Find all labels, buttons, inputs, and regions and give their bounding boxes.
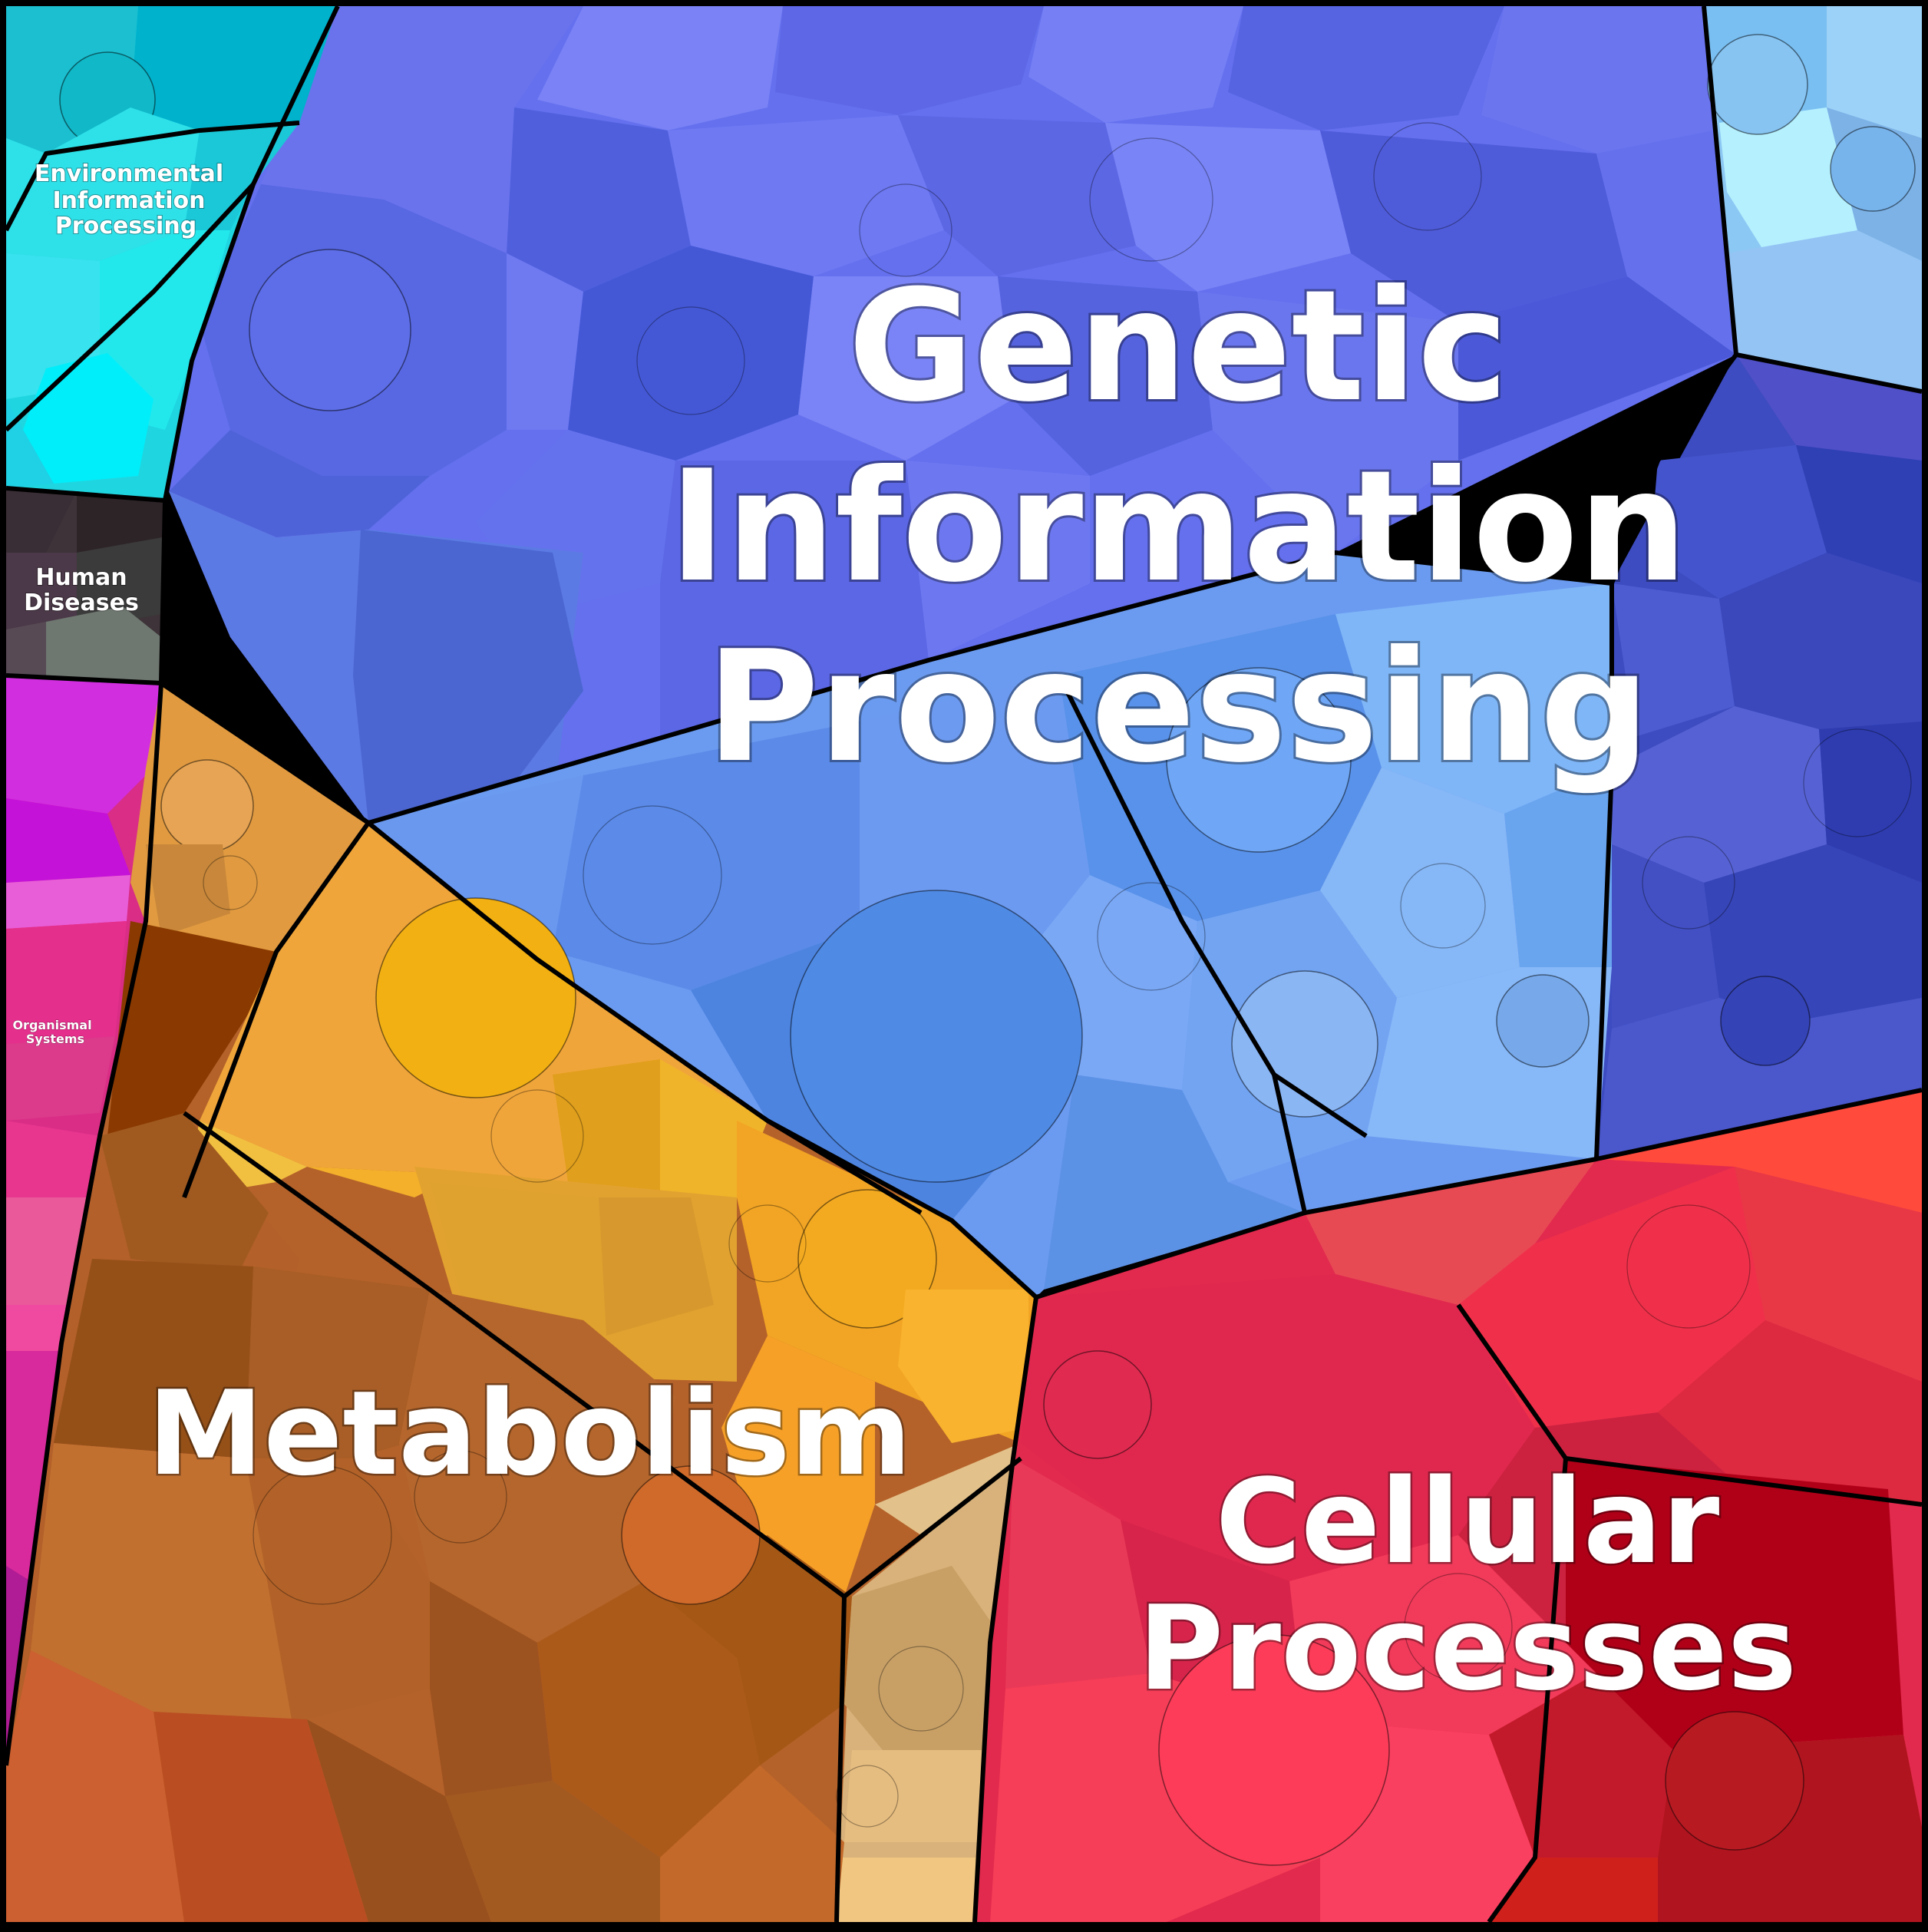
category-borders [6,6,1922,1922]
label-metabolism-line-1: Metabolism [147,1366,912,1501]
label-organismal-line-2: Systems [26,1032,84,1046]
label-genetic: Genetic Information Processing [666,255,1689,799]
label-genetic-line-3: Processing [706,618,1649,797]
label-environmental-line-2: Information [52,187,205,214]
label-cellular-line-1: Cellular [1216,1454,1720,1590]
region-genetic-corner [1704,6,1922,391]
label-environmental-line-3: Processing [55,213,196,239]
region-genetic[interactable] [169,6,1922,1297]
label-environmental: Environmental Information Processing [34,160,224,240]
label-genetic-line-2: Information [669,438,1687,616]
label-cellular-line-2: Processes [1138,1580,1798,1716]
region-organismal[interactable] [6,675,161,1765]
label-organismal-line-1: Organismal [12,1018,91,1032]
label-metabolism: Metabolism [146,1364,914,1504]
label-human-diseases-line-1: Human [35,564,127,591]
label-genetic-line-1: Genetic [848,257,1509,436]
label-human-diseases-line-2: Diseases [24,590,139,616]
region-cellular[interactable] [975,1090,1922,1922]
cell-texture [203,122,1912,1828]
label-human-diseases: Human Diseases [23,563,140,617]
label-environmental-line-1: Environmental [35,160,223,187]
label-organismal: Organismal Systems [12,1018,92,1047]
region-metabolism[interactable] [6,683,1036,1922]
region-human-diseases[interactable] [6,488,165,683]
label-cellular: Cellular Processes [1136,1452,1799,1719]
